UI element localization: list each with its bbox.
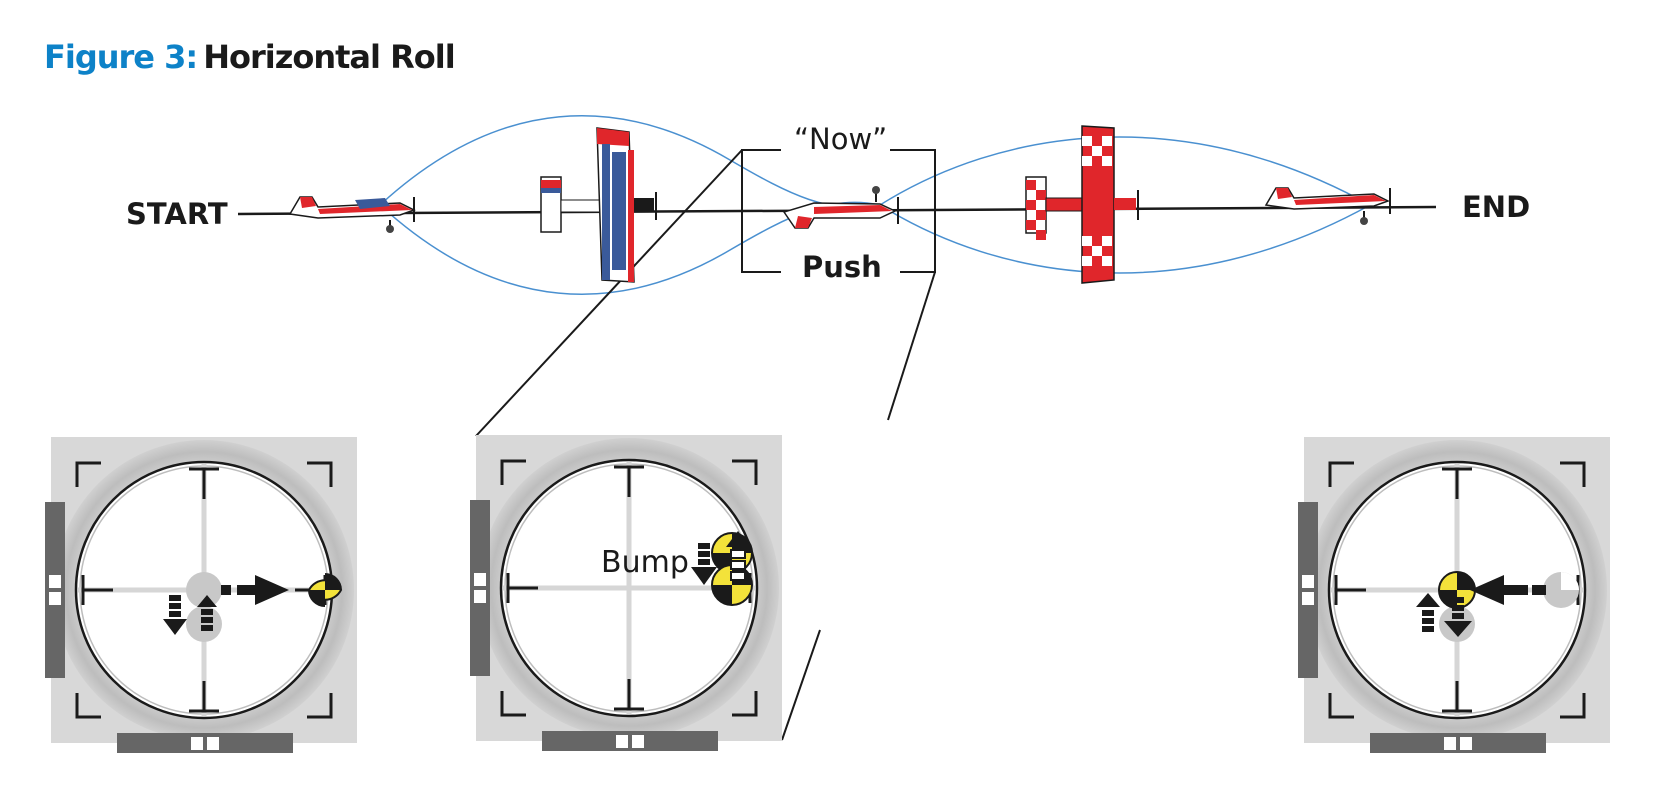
stick-panel-now (470, 435, 782, 751)
airplane-knife-edge-2 (1025, 125, 1139, 284)
airplane-upright-end (1264, 187, 1391, 225)
figure-title-text: Horizontal Roll (203, 38, 455, 76)
figure-title: Figure 3:Horizontal Roll (44, 38, 456, 76)
start-label: START (126, 197, 228, 231)
airplane-upright-start (288, 196, 416, 233)
bump-label: Bump (601, 545, 689, 580)
end-label: END (1462, 190, 1531, 224)
now-label: “Now” (794, 122, 888, 156)
stick-panel-end (1298, 437, 1610, 753)
stick-panel-start (45, 437, 357, 753)
up-arrow-icon (726, 531, 750, 581)
right-arrow-icon (221, 575, 289, 605)
up-arrow-icon (1416, 593, 1440, 632)
airplane-inverted (782, 186, 899, 229)
left-arrow-icon (1470, 575, 1546, 605)
figure-number: Figure 3: (44, 38, 198, 76)
push-label: Push (802, 250, 882, 284)
up-arrow-icon (197, 595, 217, 631)
stick-ghost-center (186, 572, 222, 608)
now-callout-bracket (475, 149, 936, 741)
down-arrow-icon (1444, 597, 1472, 637)
down-arrow-icon (163, 595, 187, 635)
down-arrow-icon (691, 543, 717, 585)
airplane-knife-edge-1 (540, 127, 657, 283)
